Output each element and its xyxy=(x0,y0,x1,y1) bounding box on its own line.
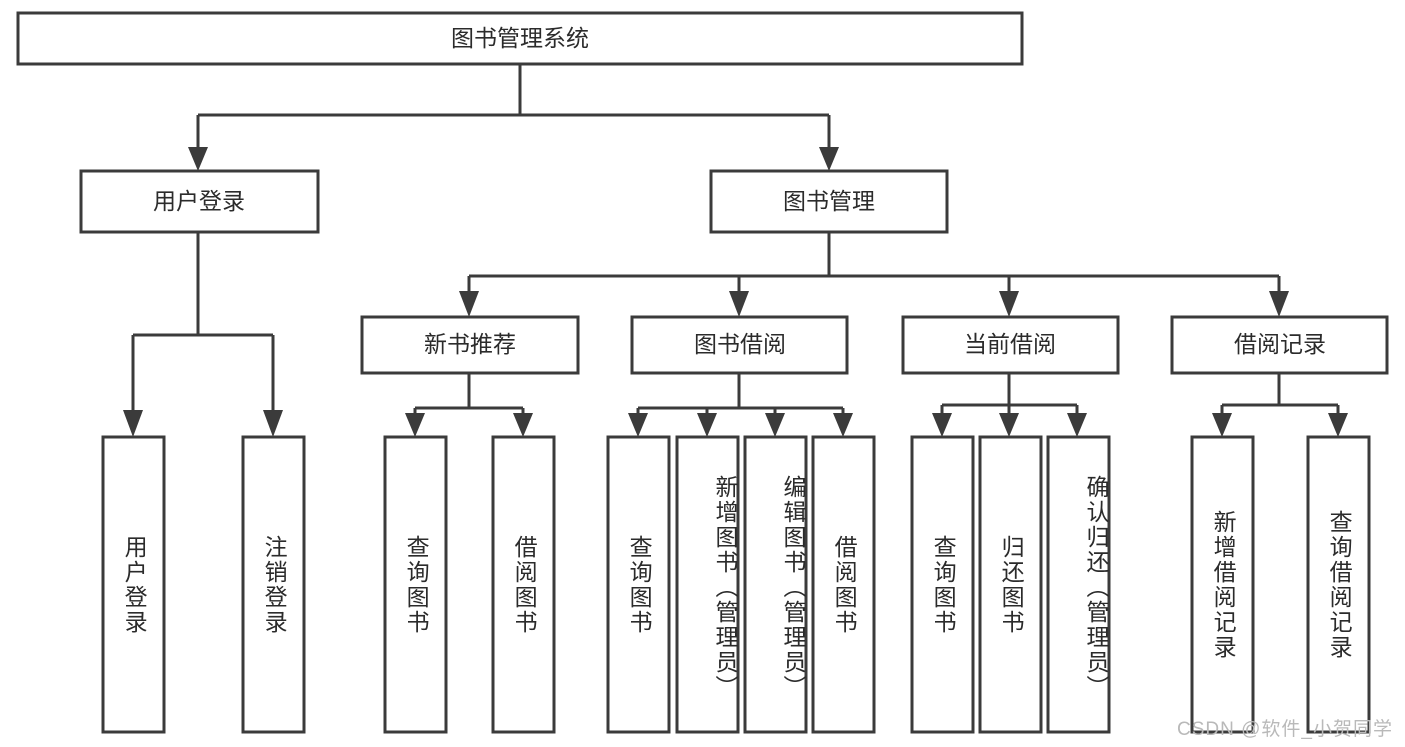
node-leaf-user-logout[interactable] xyxy=(241,435,306,734)
node-leaf-user-login[interactable] xyxy=(101,435,166,734)
node-leaf-edit-book[interactable] xyxy=(743,435,808,734)
arrow-leaf-user-login xyxy=(123,410,143,437)
node-leaf-add-book[interactable] xyxy=(675,435,740,734)
node-current-borrow[interactable] xyxy=(901,315,1120,375)
arrow-to-book-management xyxy=(819,147,839,171)
node-new-book-recommend[interactable] xyxy=(360,315,580,375)
node-book-borrow[interactable] xyxy=(630,315,849,375)
node-leaf-return-book[interactable] xyxy=(978,435,1043,734)
node-leaf-confirm-return[interactable] xyxy=(1046,435,1111,734)
connector-layer xyxy=(123,65,1348,437)
arrow-leaf-query-record xyxy=(1328,413,1348,437)
arrow-to-user-login xyxy=(188,147,208,171)
arrow-new-book-recommend xyxy=(459,291,479,317)
node-borrow-record[interactable] xyxy=(1170,315,1389,375)
arrow-book-borrow xyxy=(729,291,749,317)
node-book-management[interactable] xyxy=(709,169,949,234)
arrow-leaf-query-book-1 xyxy=(405,413,425,437)
arrow-leaf-return-book xyxy=(999,413,1019,437)
csdn-watermark: CSDN @软件_小贺同学 xyxy=(1177,719,1393,740)
node-leaf-query-book-1[interactable] xyxy=(383,435,448,734)
node-borrow-record-label: 借阅记录 xyxy=(1234,331,1326,357)
arrow-leaf-add-record xyxy=(1212,413,1232,437)
node-leaf-query-book-2[interactable] xyxy=(606,435,671,734)
arrow-leaf-edit-book xyxy=(765,413,785,437)
node-root[interactable] xyxy=(16,11,1024,66)
node-new-book-recommend-label: 新书推荐 xyxy=(424,331,516,357)
arrow-leaf-confirm-return xyxy=(1067,413,1087,437)
node-leaf-borrow-book-2[interactable] xyxy=(811,435,876,734)
arrow-leaf-borrow-book-1 xyxy=(513,413,533,437)
node-user-login[interactable] xyxy=(79,169,320,234)
node-leaf-add-record[interactable] xyxy=(1190,435,1255,734)
node-book-management-label: 图书管理 xyxy=(783,188,875,214)
arrow-leaf-user-logout xyxy=(263,410,283,437)
node-user-login-label: 用户登录 xyxy=(153,188,245,214)
arrow-leaf-add-book xyxy=(697,413,717,437)
arrow-borrow-record xyxy=(1269,291,1289,317)
node-leaf-query-book-3[interactable] xyxy=(910,435,975,734)
arrow-leaf-query-book-3 xyxy=(932,413,952,437)
node-layer: 图书管理系统 用户登录 图书管理 新书推荐 图书借阅 当前借阅 借阅记录 xyxy=(16,11,1389,734)
arrow-leaf-query-book-2 xyxy=(628,413,648,437)
arrow-current-borrow xyxy=(999,291,1019,317)
arrow-leaf-borrow-book-2 xyxy=(833,413,853,437)
node-root-label: 图书管理系统 xyxy=(451,25,589,51)
node-book-borrow-label: 图书借阅 xyxy=(694,331,786,357)
node-leaf-borrow-book-1[interactable] xyxy=(491,435,556,734)
node-leaf-query-record[interactable] xyxy=(1306,435,1371,734)
node-current-borrow-label: 当前借阅 xyxy=(964,331,1056,357)
